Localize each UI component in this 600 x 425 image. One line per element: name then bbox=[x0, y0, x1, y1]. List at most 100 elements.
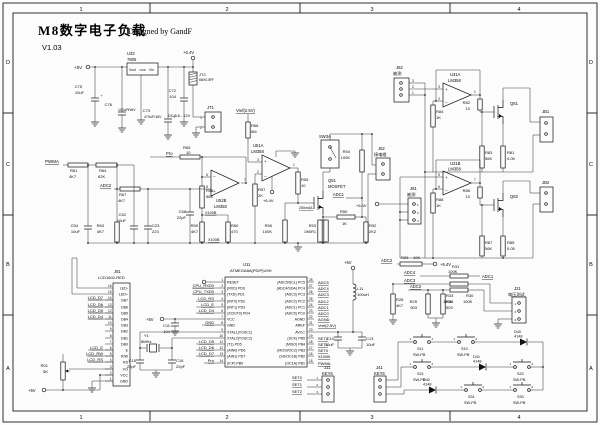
gnd-symbol bbox=[164, 133, 172, 140]
label: C76 bbox=[105, 102, 113, 107]
label: 2 bbox=[417, 211, 419, 215]
label: 5M bbox=[251, 129, 257, 134]
label: 10uF bbox=[325, 342, 335, 347]
label: Vref(2.5V) bbox=[236, 108, 256, 113]
resistor-R28 bbox=[390, 293, 396, 315]
label: 2 bbox=[432, 362, 434, 366]
label: 2 bbox=[483, 385, 485, 389]
label: R50 bbox=[340, 209, 348, 214]
crystal-Y1 bbox=[146, 343, 160, 353]
pin-name: (AIN1) PD7 bbox=[227, 355, 245, 359]
label: J11 bbox=[324, 365, 331, 370]
pin-name: (SS/OC1B) PB2 bbox=[279, 355, 305, 359]
label: SW-PB bbox=[413, 353, 426, 357]
label: 10 bbox=[466, 194, 471, 199]
label: +6.4V bbox=[263, 198, 274, 203]
pin-number: 7 bbox=[110, 340, 112, 344]
pin-number: 19 bbox=[309, 334, 313, 338]
pin-number: 16 bbox=[108, 284, 112, 288]
label: R83 bbox=[485, 150, 493, 155]
label: 6 bbox=[438, 185, 440, 189]
capacitor-C16 bbox=[168, 359, 176, 364]
opamp-U31A: +− bbox=[442, 82, 472, 108]
pin-name: VCC bbox=[120, 374, 128, 378]
pin-name: (ADC4/SDA) PC4 bbox=[277, 287, 305, 291]
label: 4K7 bbox=[396, 303, 404, 308]
label: JT1 bbox=[207, 105, 215, 110]
pin-number: 1 bbox=[221, 278, 223, 282]
label: R28 bbox=[396, 297, 404, 302]
pin-number: 18 bbox=[309, 340, 313, 344]
resistor-R84 bbox=[430, 104, 436, 128]
label: 1 bbox=[409, 337, 411, 341]
pin-name: GND bbox=[227, 324, 235, 328]
pin-name: DB5 bbox=[121, 312, 128, 316]
label: Vref(2.5V) bbox=[318, 323, 337, 328]
pin-name: VCC bbox=[227, 318, 235, 322]
label: C73 bbox=[143, 108, 151, 113]
capacitor-C54 bbox=[84, 225, 92, 230]
zone-row-label: A bbox=[589, 366, 593, 372]
pin-number: 12 bbox=[219, 346, 223, 350]
label: S31 bbox=[468, 395, 475, 399]
label: LCD_D5 bbox=[199, 339, 215, 344]
terminal bbox=[374, 201, 380, 207]
label: 223 bbox=[152, 229, 159, 234]
pin-name: (MOSI/OC2) PB3 bbox=[277, 349, 305, 353]
pin-name: (ADC0) PC0 bbox=[285, 312, 305, 316]
label: 22pF bbox=[176, 364, 186, 369]
label: 6MX0.8FF bbox=[199, 78, 214, 82]
resistor-R85 bbox=[500, 235, 506, 257]
pin-name: LED- bbox=[120, 287, 129, 291]
label: 2 bbox=[476, 337, 478, 341]
label: 2 bbox=[532, 362, 534, 366]
label: DC(5.6 - 12V bbox=[168, 114, 191, 118]
pin-name: XTAL2(TOSC2) bbox=[227, 337, 252, 341]
label: LCD_D7 bbox=[199, 351, 215, 356]
net-label: LCD_RS bbox=[87, 357, 103, 362]
J61-connector bbox=[407, 197, 422, 225]
label: CPU_RXD0 bbox=[193, 283, 215, 288]
label: LCD_E bbox=[201, 302, 214, 307]
label: SW-PB bbox=[457, 353, 470, 357]
pin-number: 7 bbox=[221, 315, 223, 319]
label: 1 bbox=[412, 91, 414, 95]
resistor-R30 bbox=[449, 287, 469, 293]
label: U51A bbox=[253, 143, 264, 148]
label: R65 bbox=[183, 145, 191, 150]
label: KEY6 bbox=[374, 371, 385, 376]
label: 1 bbox=[474, 90, 476, 94]
pin-number: 15 bbox=[108, 290, 112, 294]
label: 62K bbox=[98, 174, 105, 179]
label: 10 bbox=[301, 183, 306, 188]
label: 2K2 bbox=[369, 229, 377, 234]
U32-7805 bbox=[126, 62, 159, 76]
pin-number: 28 bbox=[309, 278, 313, 282]
pin-name: (MISO) PB4 bbox=[286, 343, 305, 347]
label: − bbox=[445, 100, 448, 105]
label: 22pF bbox=[127, 364, 137, 369]
label: 接电缆 bbox=[374, 151, 387, 158]
gnd-symbol bbox=[389, 318, 397, 325]
pin-number: 13 bbox=[108, 303, 112, 307]
label: + bbox=[174, 115, 176, 119]
label: 56K bbox=[485, 156, 492, 161]
pin-name: (INT0) PD2 bbox=[227, 300, 245, 304]
label: SW-PB bbox=[413, 378, 426, 382]
gnd-symbol bbox=[346, 349, 354, 356]
label: 5 bbox=[438, 173, 440, 177]
lcd-J51-LCD1602: 16LED-15LED+14DB713DB612DB511DB410DB39DB… bbox=[86, 282, 131, 387]
opamp-U52B: −+ bbox=[210, 169, 240, 197]
capacitor-C58 bbox=[186, 211, 194, 216]
label: 1 bbox=[316, 376, 318, 380]
label: 56K bbox=[485, 246, 492, 251]
label: 1 bbox=[293, 163, 295, 167]
label: 2 bbox=[257, 170, 259, 174]
label: 8MHz bbox=[141, 339, 151, 344]
label: 503 bbox=[410, 305, 417, 310]
terminal bbox=[41, 387, 47, 393]
pin-name: DB0 bbox=[121, 343, 128, 347]
